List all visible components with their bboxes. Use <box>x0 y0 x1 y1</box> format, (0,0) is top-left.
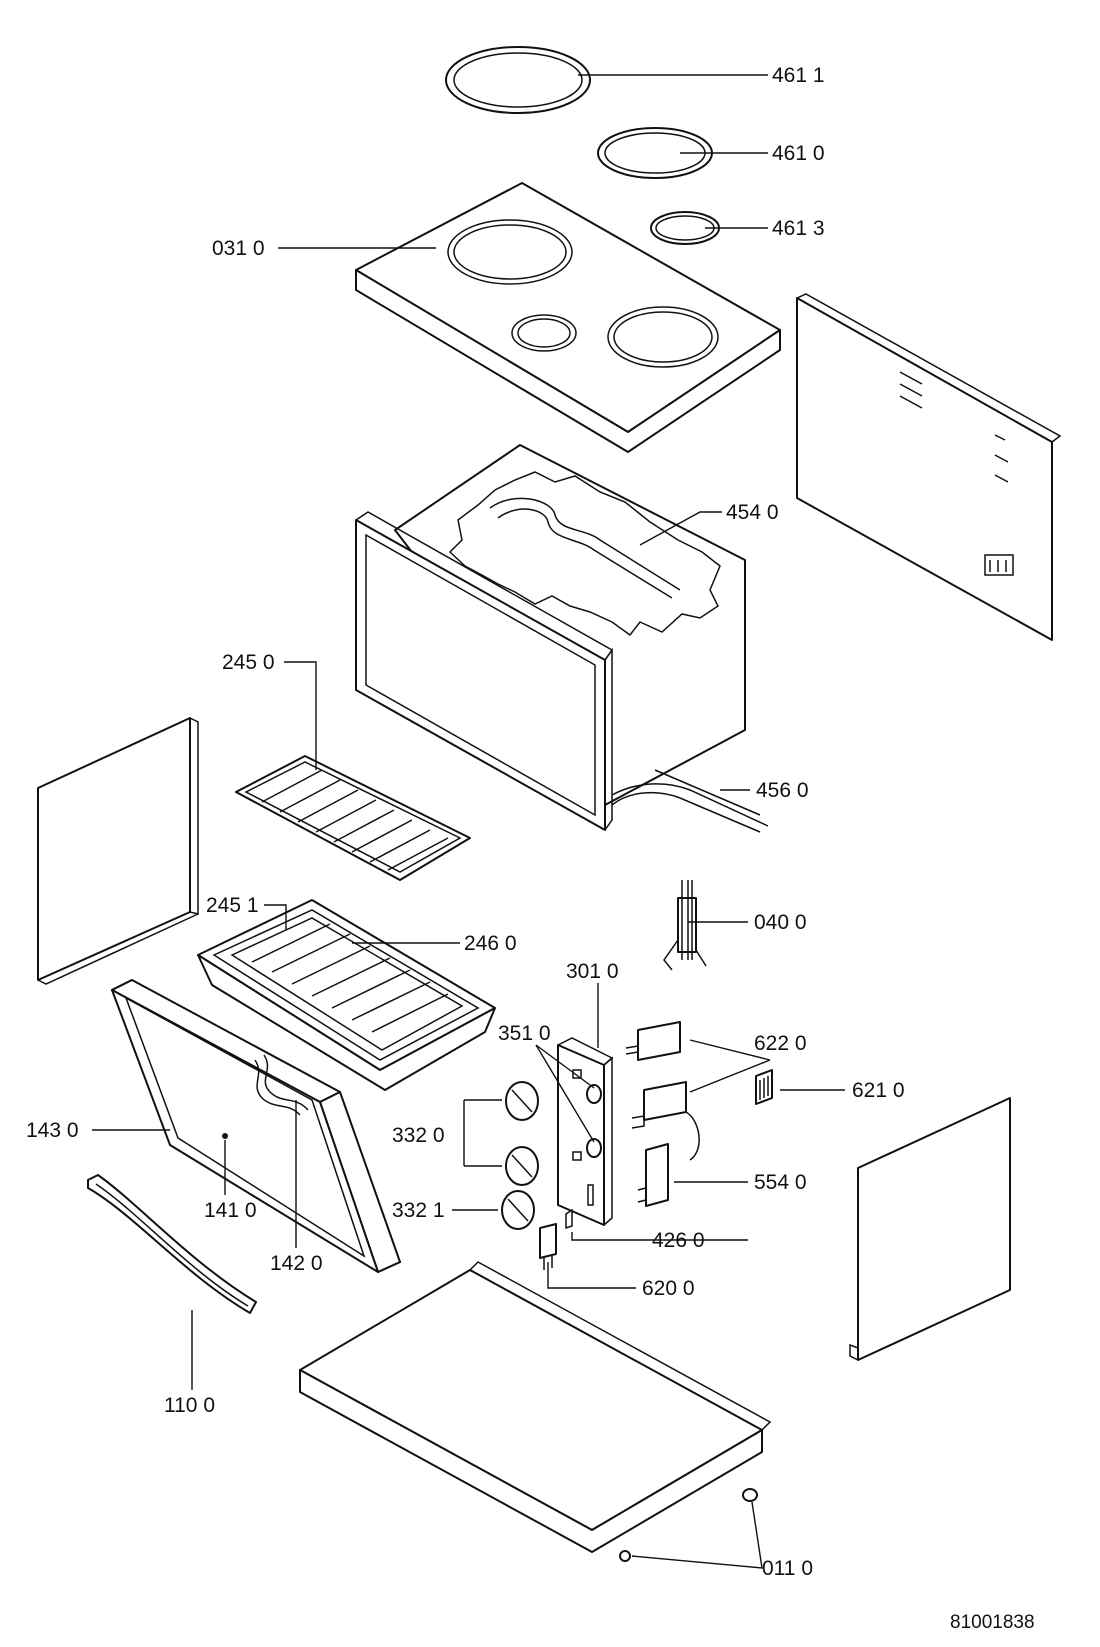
label-2460: 246 0 <box>464 932 517 955</box>
control-knobs <box>501 1081 602 1230</box>
label-1410: 141 0 <box>204 1199 257 1222</box>
control-panel <box>557 1037 614 1226</box>
label-0110: 011 0 <box>762 1557 813 1580</box>
label-6220: 622 0 <box>754 1032 807 1055</box>
document-number: 81001838 <box>950 1612 1035 1633</box>
label-4560: 456 0 <box>756 779 809 802</box>
label-3321: 332 1 <box>392 1199 445 1222</box>
label-4613: 461 3 <box>772 217 825 240</box>
label-4540: 454 0 <box>726 501 779 524</box>
part-labels: 461 1 461 0 461 3 031 0 454 0 245 0 456 … <box>26 64 1035 1633</box>
label-4260: 426 0 <box>652 1229 705 1252</box>
hob-ring-4611 <box>445 46 591 114</box>
leader-lines <box>92 74 845 1569</box>
base-plate <box>299 1261 772 1562</box>
wire-rack <box>235 755 471 881</box>
oven-cavity <box>355 444 746 831</box>
label-1100: 110 0 <box>164 1394 215 1417</box>
label-3510: 351 0 <box>498 1022 551 1045</box>
label-0400: 040 0 <box>754 911 807 934</box>
label-5540: 554 0 <box>754 1171 807 1194</box>
left-side-panel <box>37 717 199 985</box>
grill-pan <box>197 899 496 1091</box>
label-4610: 461 0 <box>772 142 825 165</box>
label-1420: 142 0 <box>270 1252 323 1275</box>
bottom-heating-element <box>611 769 769 833</box>
label-4611: 461 1 <box>772 64 825 87</box>
right-side-panel <box>849 1097 1011 1361</box>
door-handle <box>87 1174 257 1314</box>
hob-ring-4610 <box>597 127 713 179</box>
label-0310: 031 0 <box>212 237 265 260</box>
label-2450: 245 0 <box>222 651 275 674</box>
hob-top-plate <box>355 182 781 453</box>
label-3320: 332 0 <box>392 1124 445 1147</box>
rear-panel <box>796 293 1062 641</box>
oven-door <box>111 979 401 1273</box>
label-1430: 143 0 <box>26 1119 79 1142</box>
switch-components <box>539 1021 773 1270</box>
label-6200: 620 0 <box>642 1277 695 1300</box>
label-3010: 301 0 <box>566 960 619 983</box>
oven-light <box>663 880 707 971</box>
label-6210: 621 0 <box>852 1079 905 1102</box>
label-2451: 245 1 <box>206 894 259 917</box>
